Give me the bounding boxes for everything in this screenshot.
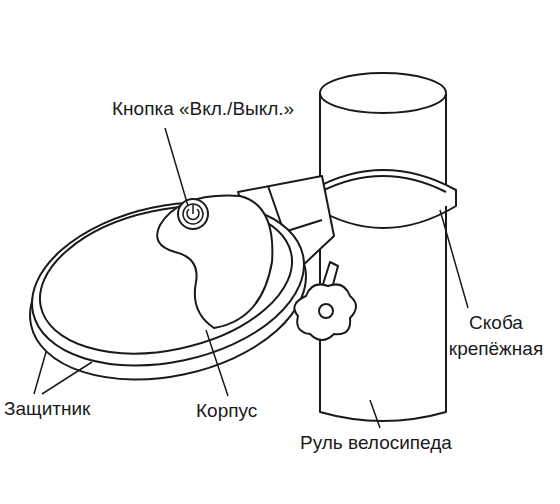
handlebar-top [320,73,446,113]
knob-hub [319,304,333,318]
power-symbol [187,205,199,219]
part-label: Защитник [4,396,90,422]
clamp-ring [312,170,456,228]
part-label: Руль велосипеда [300,430,452,456]
leader-line [370,400,380,428]
power-button-inner [183,204,203,224]
body-top [26,185,306,375]
button-label: Кнопка «Вкл./Выкл.» [112,96,294,122]
power-button [178,199,208,229]
leader-line [34,352,46,394]
leader-line [165,128,188,206]
clamp-knob [294,284,356,340]
leader-line [440,210,468,308]
leader-line [42,362,92,394]
leader-line [206,330,228,396]
body-shell [17,179,319,389]
clamp-ring-inner [320,176,446,192]
handlebar-tube [320,93,446,421]
part-label: Скоба крепёжная [436,310,556,361]
part-label: Корпус [196,398,257,424]
housing-cover [157,196,272,328]
tube-behind-clamp [320,206,446,230]
